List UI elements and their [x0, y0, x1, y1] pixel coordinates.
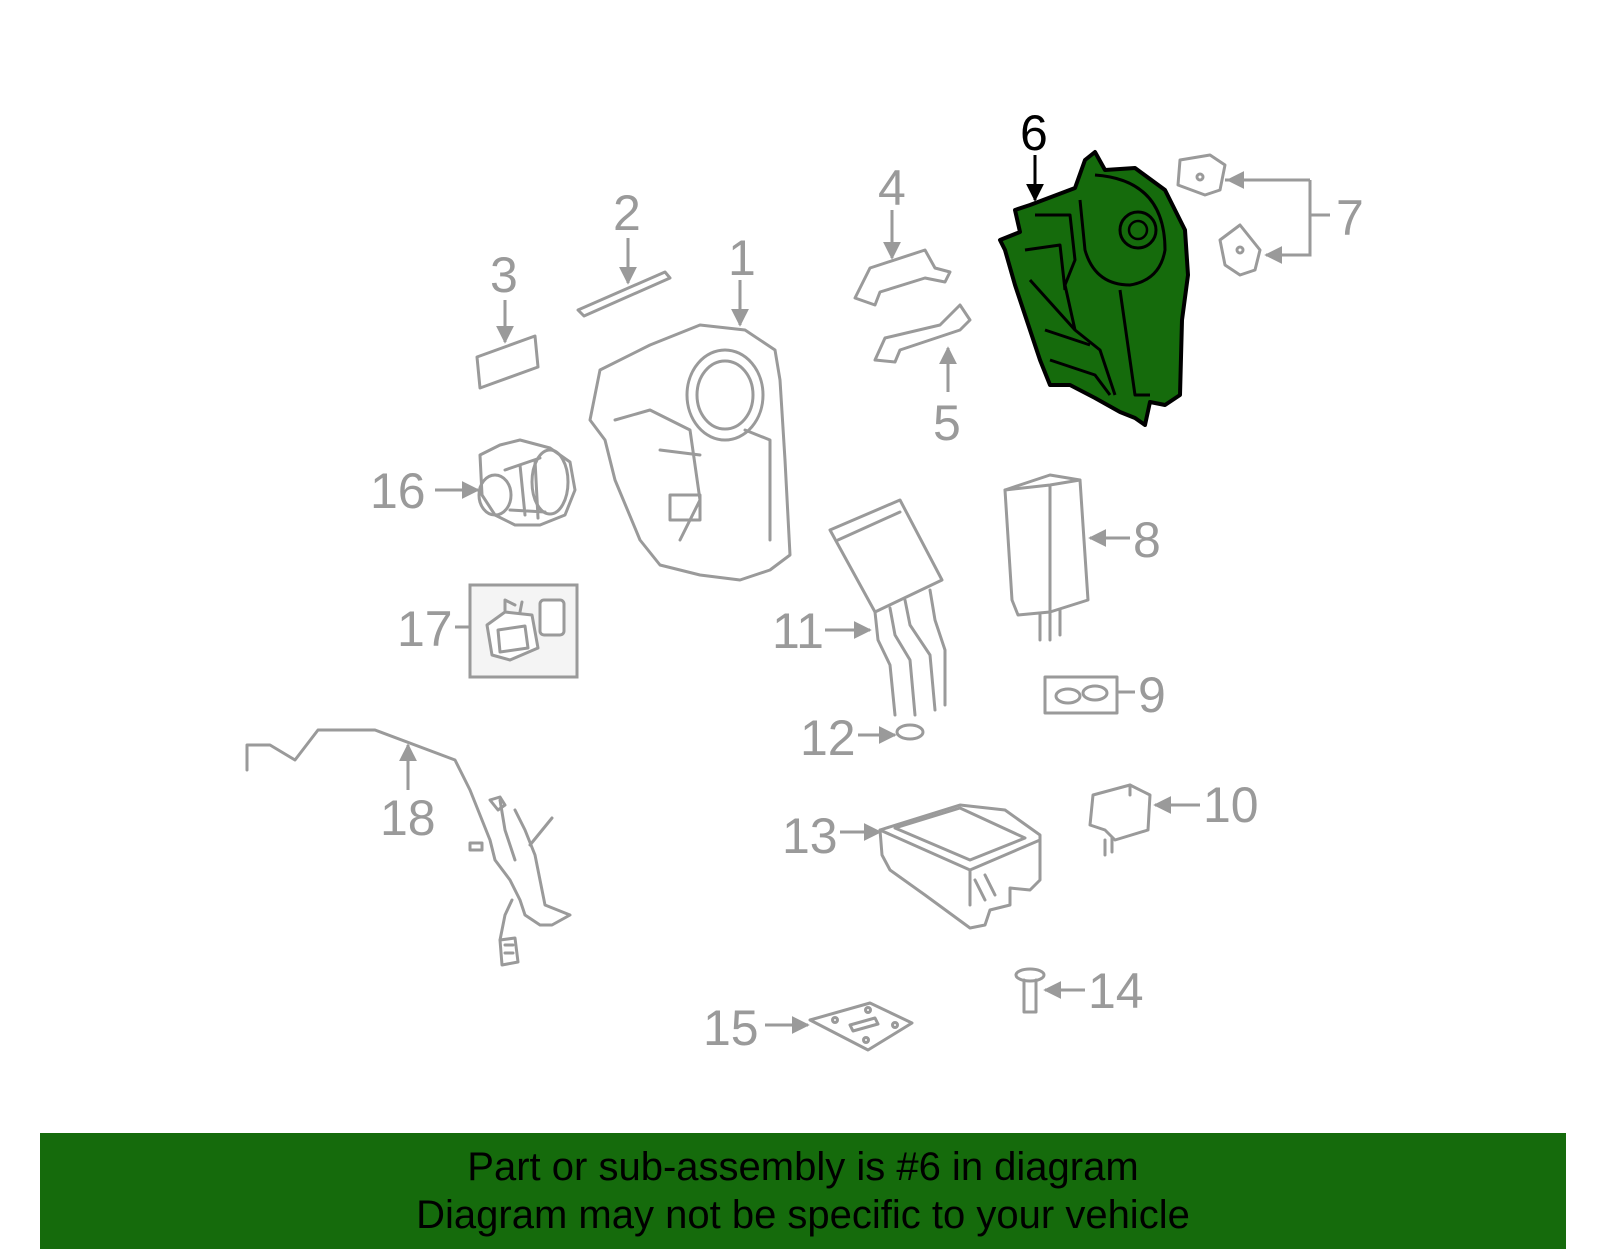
callout-9: 9: [1138, 667, 1166, 723]
part-16-blower-motor: [477, 438, 577, 527]
part-4-bracket: [853, 248, 952, 307]
part-2-filter: [576, 270, 672, 318]
callout-2: 2: [613, 185, 641, 241]
part-12-o-ring: [895, 723, 925, 741]
callout-6: 6: [1020, 105, 1048, 161]
callout-18: 18: [380, 790, 436, 846]
callout-1: 1: [728, 230, 756, 286]
part-7-clip-a-hole: [1195, 172, 1205, 182]
callout-16: 16: [370, 463, 426, 519]
callout-7: 7: [1336, 190, 1364, 246]
part-1-hvac-case: [588, 323, 792, 582]
part-11-heater-core: [828, 498, 947, 717]
info-banner: Part or sub-assembly is #6 in diagram Di…: [40, 1133, 1566, 1249]
parts-diagram: 1 2 3 4 5 6 7 8 9 10: [245, 105, 1364, 1056]
callout-14: 14: [1088, 963, 1144, 1019]
part-8-core: [1003, 473, 1090, 617]
part-10-details: [1103, 783, 1132, 857]
part-7-clip-b: [1218, 223, 1262, 277]
part-14-push-pin: [1014, 967, 1046, 1014]
part-13-housing-tray: [878, 803, 1042, 930]
callout-3: 3: [490, 247, 518, 303]
callout-12: 12: [800, 710, 856, 766]
banner-line-2: Diagram may not be specific to your vehi…: [416, 1193, 1190, 1237]
part-17-resistor-kit: [468, 583, 579, 679]
callout-17: 17: [397, 601, 453, 657]
part-9-hole-a: [1054, 687, 1082, 705]
callout-10: 10: [1203, 777, 1259, 833]
callout-11: 11: [772, 603, 824, 659]
part-18-wiring-harness: [245, 728, 572, 967]
callout-8: 8: [1133, 512, 1161, 568]
part-10-actuator: [1088, 783, 1152, 842]
callout-4: 4: [878, 160, 906, 216]
part-6-case-half-highlighted: [998, 150, 1190, 427]
part-8-core-details: [1003, 478, 1082, 642]
callout-15: 15: [703, 1000, 759, 1056]
part-7-clip-b-hole: [1235, 245, 1245, 255]
callout-5: 5: [933, 395, 961, 451]
part-9-hole-b: [1081, 684, 1109, 702]
part-5-bracket: [873, 303, 972, 364]
part-15-plate: [808, 1001, 914, 1052]
part-3-pad: [475, 334, 540, 390]
banner-line-1: Part or sub-assembly is #6 in diagram: [467, 1145, 1139, 1189]
callout-13: 13: [782, 808, 838, 864]
